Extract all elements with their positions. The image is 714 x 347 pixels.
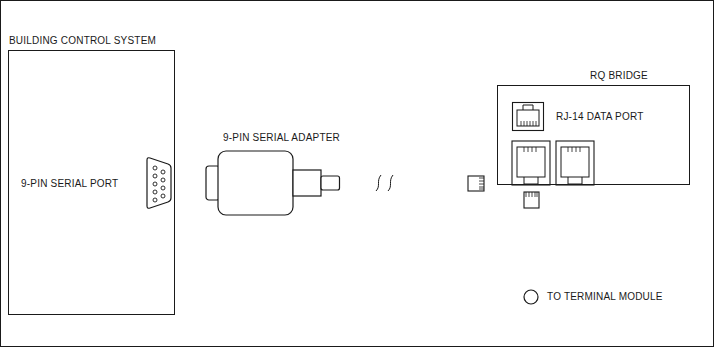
bridge-box: RQ BRIDGERJ-14 DATA PORT: [497, 85, 690, 185]
rj-jack-pair: [512, 141, 594, 185]
jack-outline: [512, 102, 544, 131]
rj-plug: [524, 192, 539, 208]
node-label: RQ BRIDGE: [590, 70, 648, 82]
data-port: RJ-14 DATA PORT: [512, 102, 544, 131]
node-label: TO TERMINAL MODULE: [547, 291, 663, 303]
serial-adapter: 9-PIN SERIAL ADAPTER: [205, 150, 340, 216]
heading-label: BUILDING CONTROL SYSTEM: [9, 35, 156, 47]
circle-outline: [523, 289, 539, 305]
node-label: 9-PIN SERIAL ADAPTER: [223, 132, 340, 144]
system-box: BUILDING CONTROL SYSTEM9-PIN SERIAL PORT: [8, 50, 175, 315]
adapter-outline: [205, 150, 340, 216]
terminal-circle: TO TERMINAL MODULE: [523, 289, 539, 305]
node-label: 9-PIN SERIAL PORT: [21, 178, 118, 190]
db9-port: [147, 158, 171, 209]
rj-plug: [468, 176, 484, 191]
cable-break: [376, 175, 393, 191]
node-label: RJ-14 DATA PORT: [556, 111, 643, 123]
